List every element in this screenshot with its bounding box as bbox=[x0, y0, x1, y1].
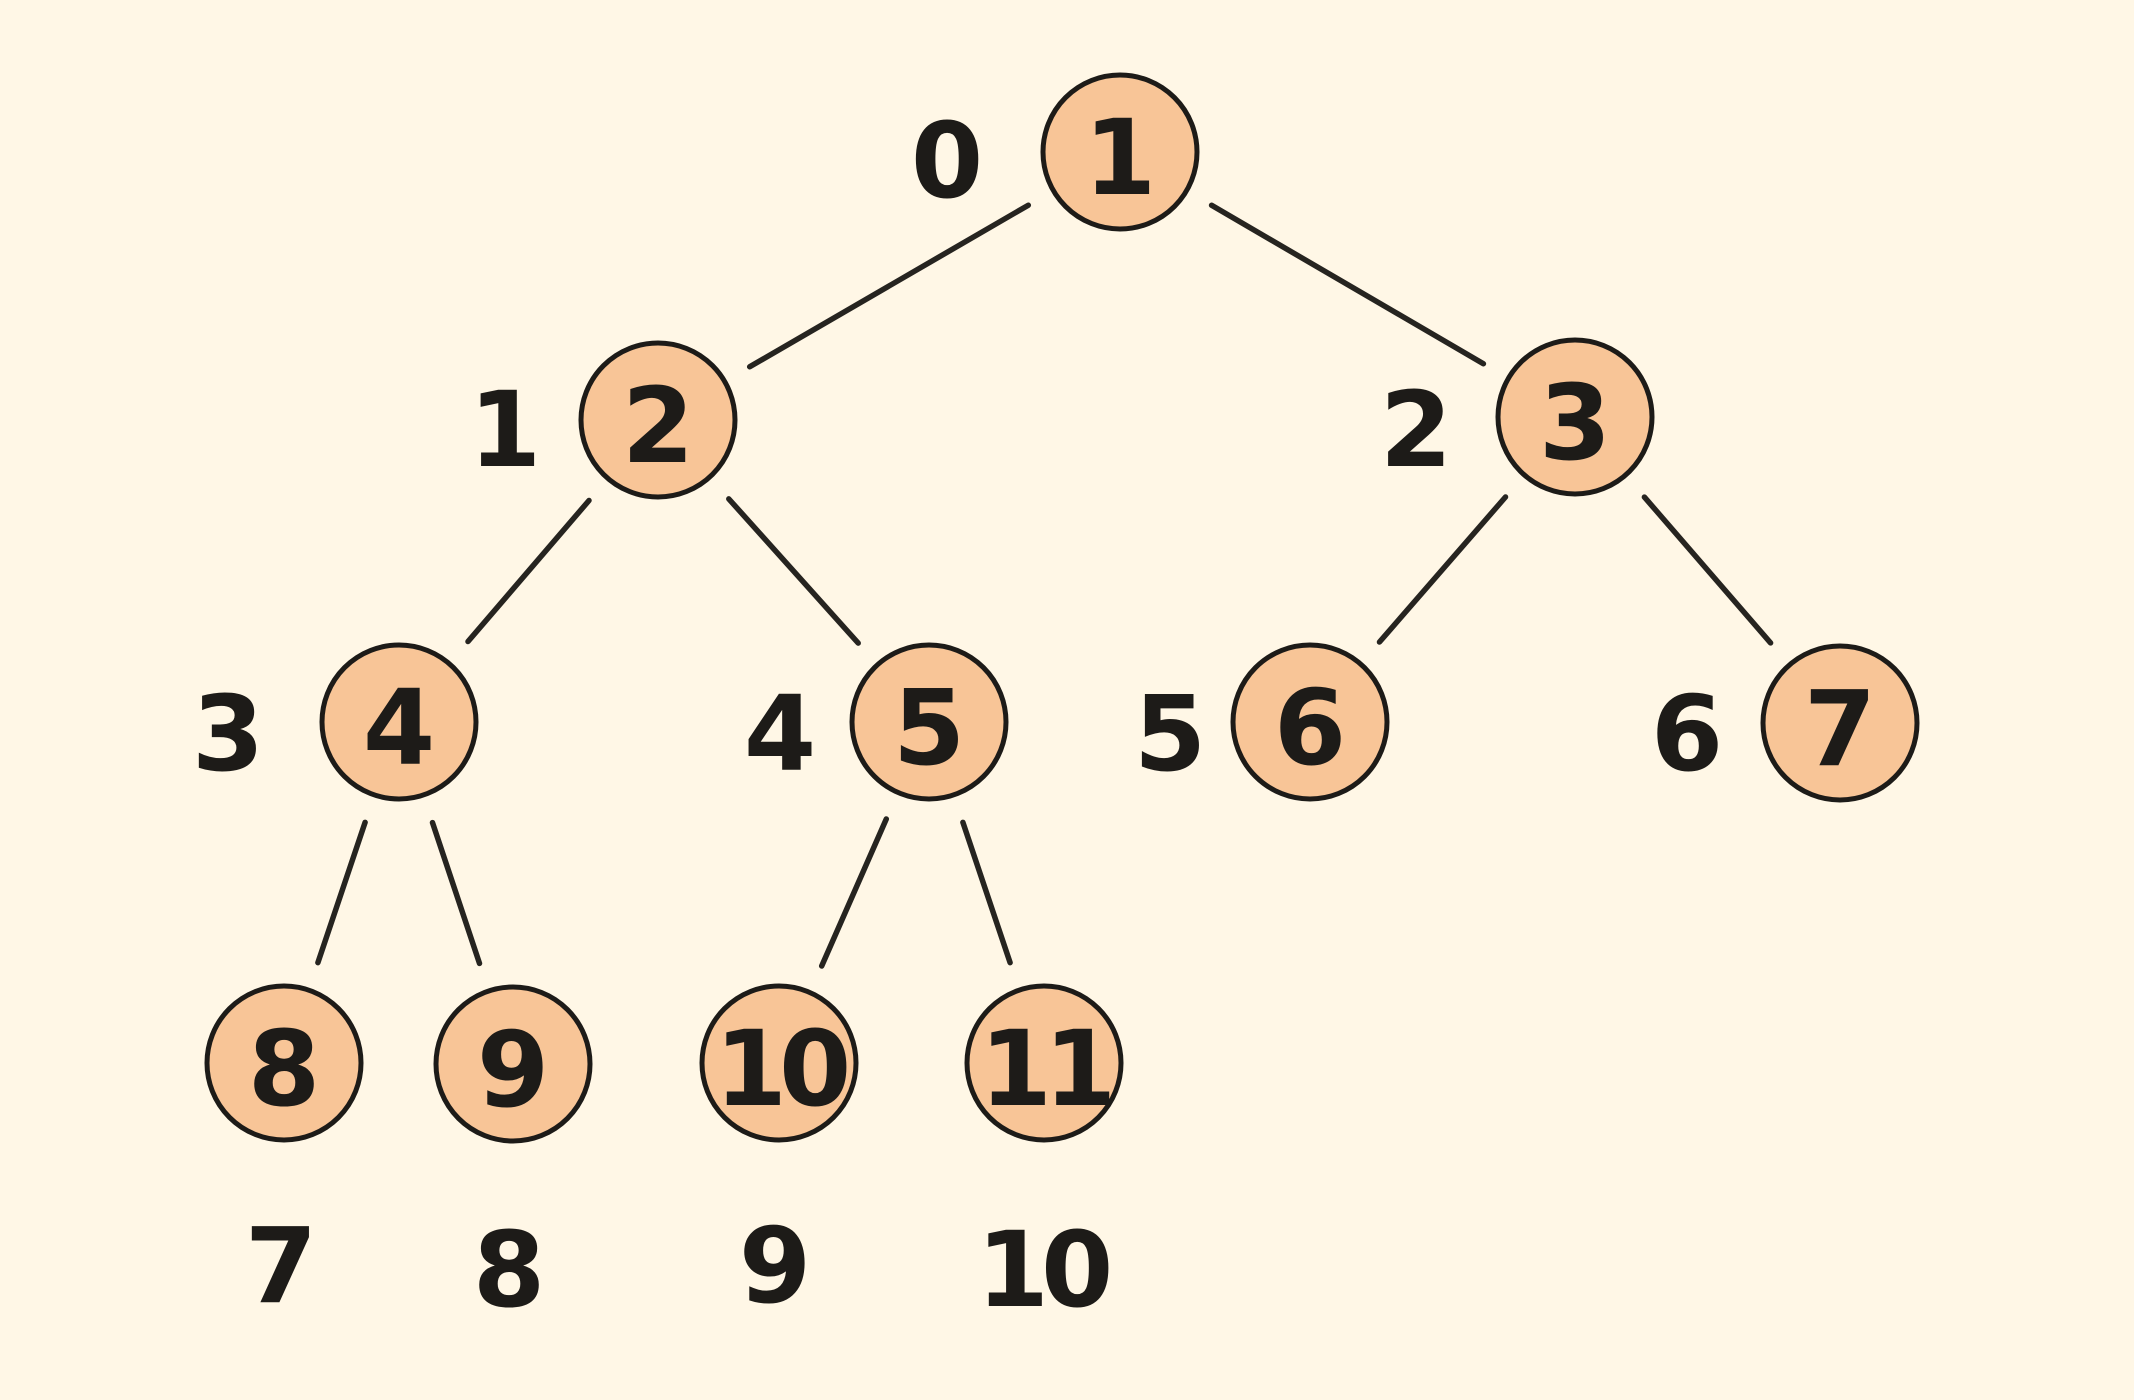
tree-node-10-value: 10 bbox=[715, 1008, 847, 1130]
tree-node-6: 65 bbox=[1134, 642, 1390, 802]
tree-node-2-index-label: 1 bbox=[469, 369, 541, 491]
tree-node-9: 98 bbox=[433, 984, 593, 1331]
tree-node-8-value: 8 bbox=[248, 1008, 320, 1130]
tree-node-6-circle bbox=[1230, 642, 1390, 802]
tree-edge-1-3 bbox=[1208, 202, 1487, 367]
tree-node-4-circle bbox=[319, 642, 479, 802]
tree-node-3-value: 3 bbox=[1539, 362, 1611, 484]
tree-node-4-index-label: 3 bbox=[192, 673, 264, 795]
tree-node-2: 21 bbox=[469, 340, 738, 500]
tree-node-10-index-label: 9 bbox=[739, 1205, 811, 1327]
tree-node-1-circle bbox=[1040, 72, 1200, 232]
tree-edge-3-7 bbox=[1641, 494, 1774, 646]
tree-node-9-circle bbox=[433, 984, 593, 1144]
tree-node-4-value: 4 bbox=[363, 667, 435, 789]
tree-node-11-index-label: 10 bbox=[977, 1209, 1109, 1331]
tree-edge-4-9 bbox=[429, 819, 483, 967]
tree-edge-2-4 bbox=[465, 497, 592, 645]
tree-node-5-index-label: 4 bbox=[744, 673, 816, 795]
tree-node-8: 87 bbox=[204, 983, 364, 1327]
tree-node-5-value: 5 bbox=[893, 667, 965, 789]
tree-node-3-circle bbox=[1495, 337, 1655, 497]
tree-node-9-index-label: 8 bbox=[473, 1209, 545, 1331]
tree-node-4: 43 bbox=[192, 642, 479, 802]
tree-edge-5-11 bbox=[960, 819, 1013, 966]
tree-edge-3-6 bbox=[1376, 494, 1509, 645]
tree-edge-1-2 bbox=[746, 202, 1032, 370]
tree-node-2-value: 2 bbox=[622, 365, 694, 487]
tree-node-3-index-label: 2 bbox=[1380, 369, 1452, 491]
tree-edge-2-5 bbox=[726, 496, 861, 646]
tree-node-11-circle bbox=[964, 983, 1124, 1143]
tree-node-6-index-label: 5 bbox=[1134, 673, 1206, 795]
tree-node-7: 76 bbox=[1651, 643, 1920, 803]
tree-node-2-circle bbox=[578, 340, 738, 500]
tree-node-1-value: 1 bbox=[1084, 97, 1156, 219]
tree-node-9-value: 9 bbox=[477, 1009, 549, 1131]
tree-node-3: 32 bbox=[1380, 337, 1655, 497]
tree-node-7-value: 7 bbox=[1804, 668, 1876, 790]
tree-node-10-circle bbox=[699, 983, 859, 1143]
tree-node-10: 10 9 bbox=[699, 983, 859, 1327]
tree-node-1: 10 bbox=[911, 72, 1200, 232]
tree-edge-5-10 bbox=[818, 816, 890, 969]
tree-node-5-circle bbox=[849, 642, 1009, 802]
tree-node-8-circle bbox=[204, 983, 364, 1143]
tree-node-7-index-label: 6 bbox=[1651, 673, 1723, 795]
tree-edge-4-8 bbox=[315, 819, 368, 966]
tree-node-7-circle bbox=[1760, 643, 1920, 803]
tree-node-1-index-label: 0 bbox=[911, 100, 983, 222]
tree-node-11: 11 10 bbox=[964, 983, 1124, 1331]
tree-node-6-value: 6 bbox=[1274, 667, 1346, 789]
tree-node-11-value: 11 bbox=[980, 1008, 1110, 1130]
tree-node-8-index-label: 7 bbox=[245, 1205, 317, 1327]
tree-node-5: 54 bbox=[744, 642, 1009, 802]
